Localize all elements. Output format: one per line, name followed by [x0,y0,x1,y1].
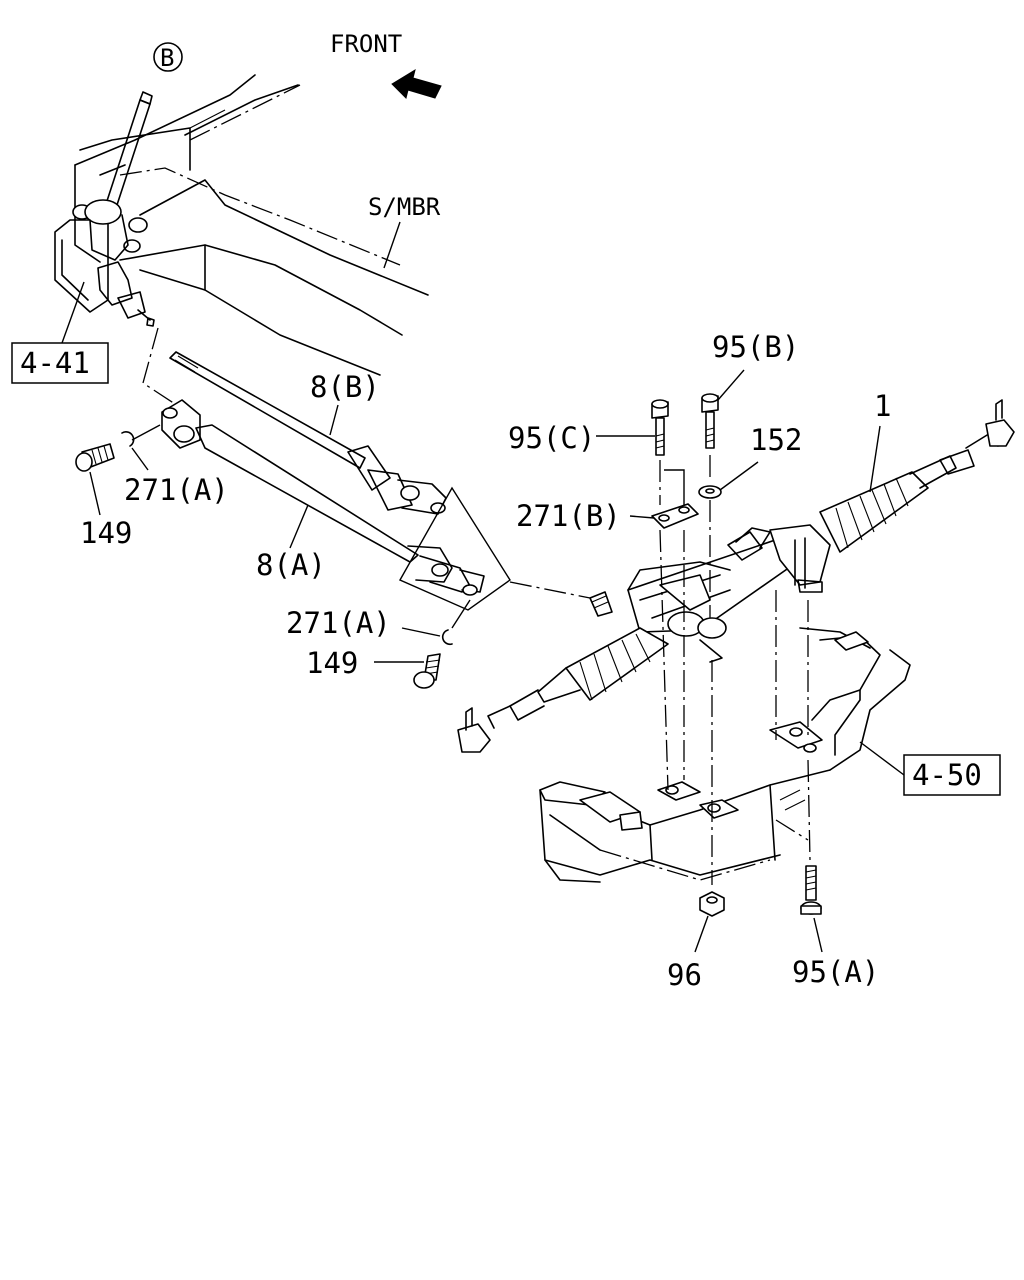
part-1-label: 1 [874,389,891,423]
part-271b-label: 271(B) [516,499,621,533]
crossmember-frame [54,74,429,376]
clip-271a-bottom [441,629,453,646]
circle-b-marker: B [153,42,183,72]
washer-152 [698,485,722,499]
part-149-top-label: 149 [80,516,132,550]
steering-rack-assembly [457,399,1015,753]
ref-4-41-label: 4-41 [20,346,90,380]
clip-271a-top [121,431,135,447]
nut-96 [699,891,725,917]
bolt-149-bottom [413,653,441,689]
ref-box-4-50 [903,754,1001,796]
ref-4-50-label: 4-50 [912,758,982,792]
front-label: FRONT [330,30,402,58]
part-95a-label: 95(A) [792,955,879,989]
circle-b-label: B [160,44,174,72]
part-271a-top-label: 271(A) [124,473,229,507]
part-95b-label: 95(B) [712,330,799,364]
part-271a-bottom-label: 271(A) [286,606,391,640]
part-8b-label: 8(B) [310,370,380,404]
bolt-95c [651,399,669,456]
bolt-149-top [75,443,115,472]
part-8a-label: 8(A) [256,548,326,582]
front-arrow-icon [391,68,442,99]
part-95c-label: 95(C) [508,421,595,455]
shaft-8a [161,399,485,596]
part-149-bottom-label: 149 [306,646,358,680]
part-152-label: 152 [750,423,802,457]
part-96-label: 96 [667,958,702,992]
bolt-95b [701,393,719,449]
plate-271b [651,503,699,529]
s-mbr-label: S/MBR [368,193,441,221]
bolt-95a [800,865,822,915]
ref-box-4-41 [11,342,109,384]
